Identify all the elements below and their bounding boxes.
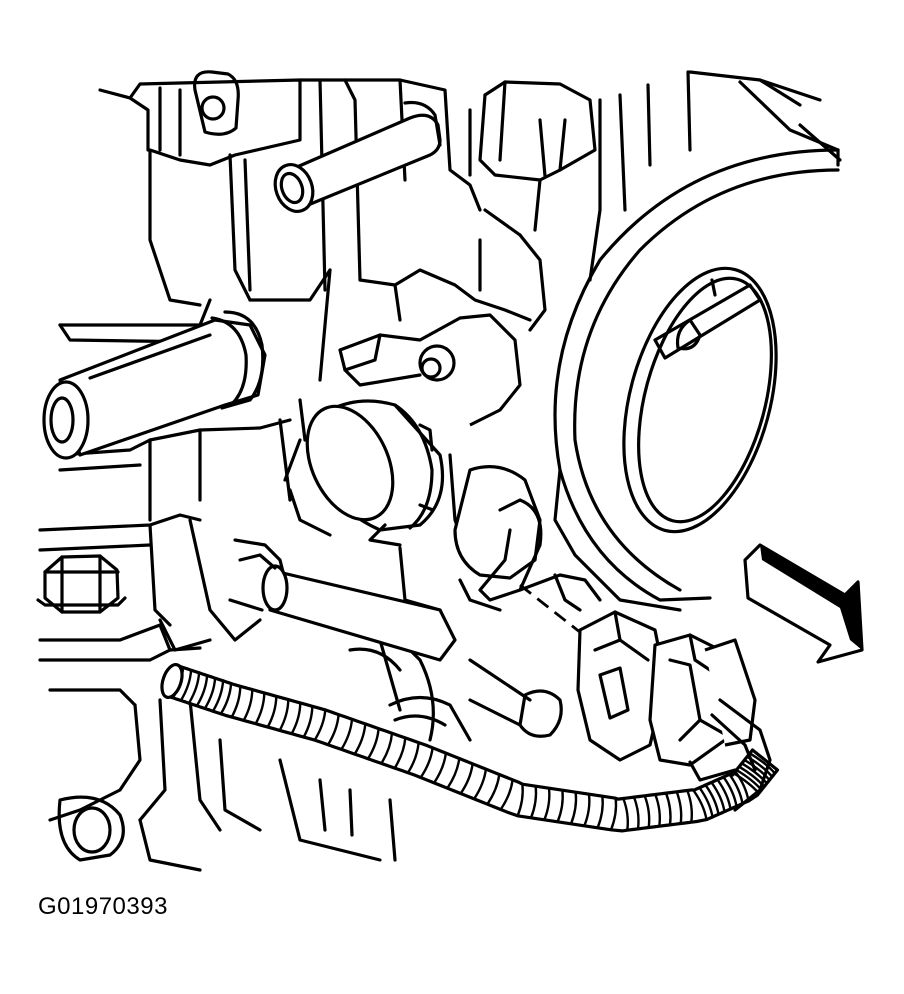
mounting-bolt [36,554,127,614]
upper-coolant-pipe [273,100,442,213]
throttle-body-housing [553,148,840,612]
wiring-harness [160,662,780,833]
engine-block [58,70,842,522]
arrow-down-right-icon [743,543,864,664]
sensor-connector [453,465,602,642]
harness-connector [576,610,772,812]
left-coolant-pipe [42,310,267,460]
position-sensor [283,313,522,612]
figure-code: G01970393 [38,893,168,920]
vacuum-hose [228,553,457,662]
